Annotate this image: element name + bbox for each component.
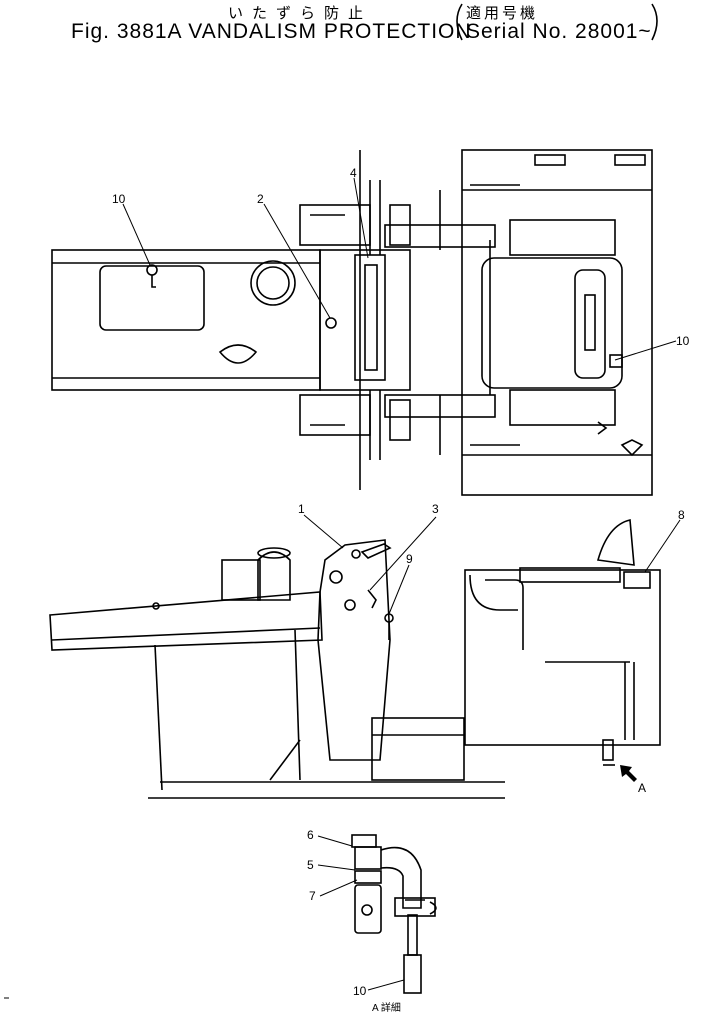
callout-10-detail: 10 — [353, 984, 367, 998]
top-view-drawing — [51, 149, 677, 496]
view-arrow-a-label: A — [638, 781, 647, 795]
callout-3: 3 — [432, 502, 439, 516]
callout-4: 4 — [350, 166, 357, 180]
callout-9: 9 — [406, 552, 413, 566]
callout-2: 2 — [257, 192, 264, 206]
detail-a-caption: A 詳細 — [372, 1003, 401, 1014]
bracket-left — [456, 3, 463, 41]
serial-number: Serial No. 28001~ — [466, 20, 652, 43]
callout-1: 1 — [298, 502, 305, 516]
callout-10-top-left: 10 — [112, 192, 126, 206]
callout-7: 7 — [309, 889, 316, 903]
figure-title: Fig. 3881A VANDALISM PROTECTION — [71, 20, 472, 43]
callout-6: 6 — [307, 828, 314, 842]
bracket-right — [651, 3, 658, 41]
detail-a-drawing — [317, 834, 437, 994]
applicability-japanese: 適用号機 — [466, 4, 539, 22]
title-japanese: いたずら防止 — [228, 4, 373, 22]
side-view-drawing — [49, 514, 681, 799]
callout-8: 8 — [678, 508, 685, 522]
callout-10-top-right: 10 — [676, 334, 690, 348]
callout-5: 5 — [307, 858, 314, 872]
